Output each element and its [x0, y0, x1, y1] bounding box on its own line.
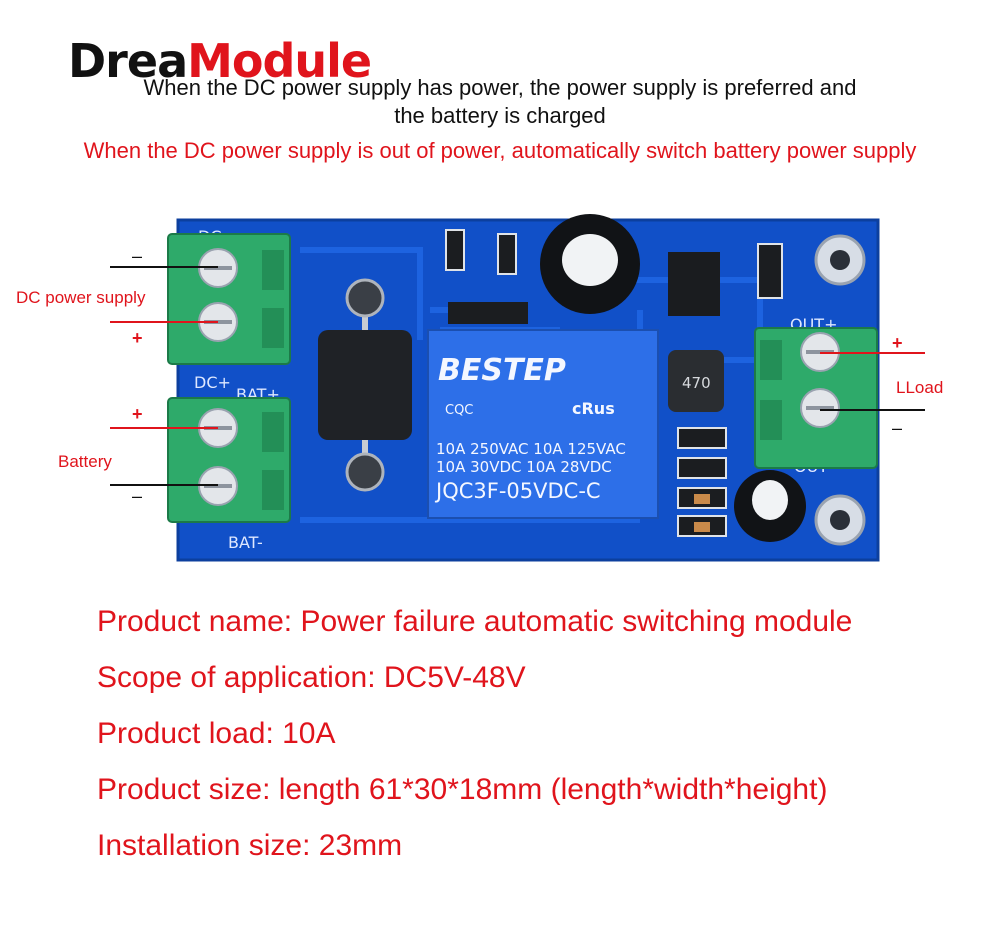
load-label: LLoad: [896, 378, 944, 397]
dc-terminal-block: [167, 233, 291, 365]
silk-bat-minus: BAT-: [228, 533, 263, 552]
relay-rating-2: 10A 30VDC 10A 28VDC: [436, 458, 612, 476]
smd-part: [677, 457, 727, 479]
load-plus-sign: +: [892, 333, 903, 353]
spec-installation: Installation size: 23mm: [97, 829, 403, 862]
inductor: 470: [668, 350, 724, 412]
spec-load: Product load: 10A: [97, 717, 336, 750]
header-line-1: When the DC power supply has power, the …: [143, 75, 857, 100]
header-description: When the DC power supply has power, the …: [0, 74, 1000, 130]
smd-part: [445, 229, 465, 271]
dc-plus-sign: +: [132, 328, 143, 348]
brand-logo-part1: Drea: [68, 34, 188, 88]
relay-rating-1: 10A 250VAC 10A 125VAC: [436, 440, 626, 458]
spec-product-name: Product name: Power failure automatic sw…: [97, 605, 853, 638]
relay-model: JQC3F-05VDC-C: [434, 479, 601, 503]
battery-label: Battery: [58, 452, 112, 471]
smd-part: [677, 427, 727, 449]
brand-logo: DreaModule: [68, 38, 372, 84]
relay: BESTEP CQC cRus 10A 250VAC 10A 125VAC 10…: [427, 329, 659, 519]
smd-diode: [448, 302, 528, 324]
relay-brand: BESTEP: [438, 353, 566, 388]
silk-dc-plus: DC+: [194, 373, 231, 392]
brand-logo-part2: Module: [187, 34, 372, 88]
dc-power-supply-label: DC power supply: [16, 288, 146, 307]
header-line-2: the battery is charged: [394, 103, 606, 128]
dc-minus-sign: –: [132, 246, 143, 266]
ic-chip: [668, 252, 720, 316]
relay-cert-ul: cRus: [572, 399, 615, 418]
battery-plus-sign: +: [132, 404, 143, 424]
battery-minus-sign: –: [132, 486, 143, 506]
load-minus-sign: –: [892, 418, 903, 438]
smd-part: [497, 233, 517, 275]
spec-size: Product size: length 61*30*18mm (length*…: [97, 773, 828, 806]
inductor-label: 470: [682, 374, 711, 392]
product-image: DC- DC+ BAT+ BAT- OUT+ OUT-: [110, 214, 925, 562]
relay-cert-cqc: CQC: [445, 403, 473, 418]
spec-scope: Scope of application: DC5V-48V: [97, 661, 526, 694]
output-terminal-block: [754, 327, 878, 469]
battery-terminal-block: [167, 397, 291, 523]
header-line-3: When the DC power supply is out of power…: [83, 138, 917, 163]
diode-component: [318, 278, 412, 492]
smd-diode: [757, 243, 783, 299]
